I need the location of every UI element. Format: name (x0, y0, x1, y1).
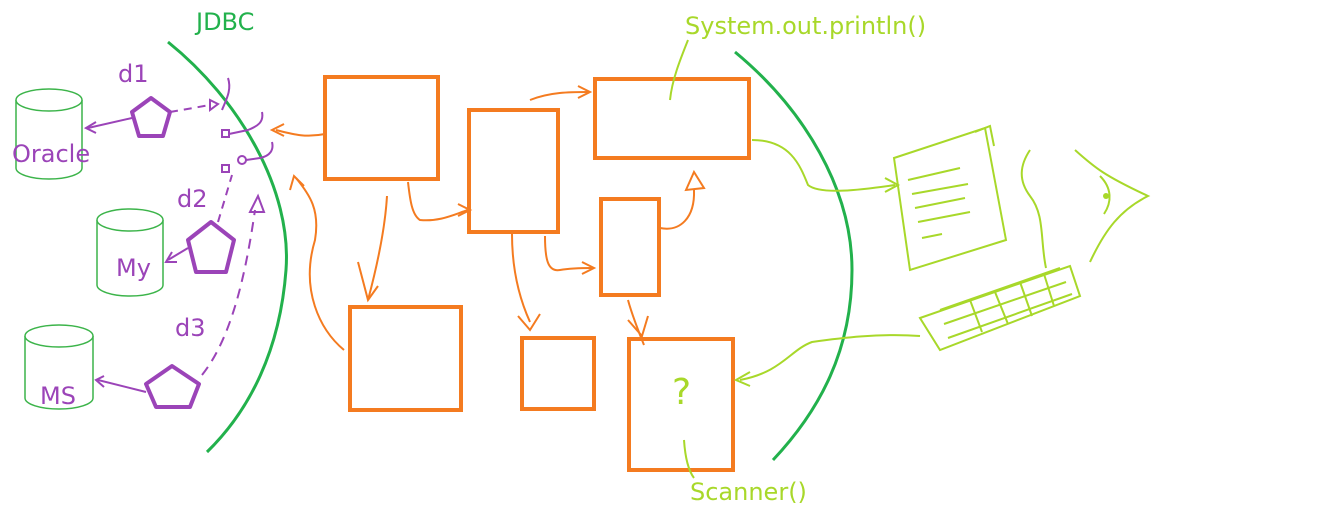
program-box-e (348, 305, 463, 412)
driver-d3: d3 (94, 193, 266, 409)
io-connector (1020, 149, 1047, 269)
driver-label-d2: d2 (177, 185, 208, 213)
jdbc-boundary-arc (167, 40, 288, 454)
database-my: My (96, 208, 164, 297)
input-line (739, 334, 921, 381)
database-label-ms: MS (40, 382, 76, 410)
io-boundary-arc (734, 50, 854, 462)
input-arrowhead (733, 371, 751, 387)
program-box-a (323, 75, 440, 181)
database-label-oracle: Oracle (12, 140, 90, 168)
driver-label-d1: d1 (118, 60, 149, 88)
scanner-question-mark: ? (672, 372, 691, 413)
database-oracle: Oracle (12, 88, 90, 180)
program-box-f (520, 336, 596, 411)
keyboard-icon (918, 264, 1082, 352)
program-box-c (593, 77, 751, 160)
driver-d2: d2 (164, 174, 236, 274)
scanner-pointer (683, 439, 695, 479)
scanner-label: Scanner() (690, 478, 807, 506)
program-arrows (269, 85, 706, 351)
println-pointer (669, 39, 689, 101)
output-line (751, 139, 896, 192)
document-icon (892, 124, 1008, 272)
jdbc-label: JDBC (194, 8, 254, 36)
program-box-b (467, 108, 560, 234)
jdbc-sockets (221, 77, 274, 173)
driver-d1: d1 (83, 60, 220, 138)
program-box-d (599, 197, 661, 297)
eye-icon (1074, 149, 1151, 263)
database-label-my: My (116, 254, 151, 282)
println-label: System.out.println() (685, 12, 926, 40)
driver-label-d3: d3 (175, 314, 206, 342)
program-box-scanner (627, 337, 735, 472)
database-ms: MS (24, 324, 94, 410)
